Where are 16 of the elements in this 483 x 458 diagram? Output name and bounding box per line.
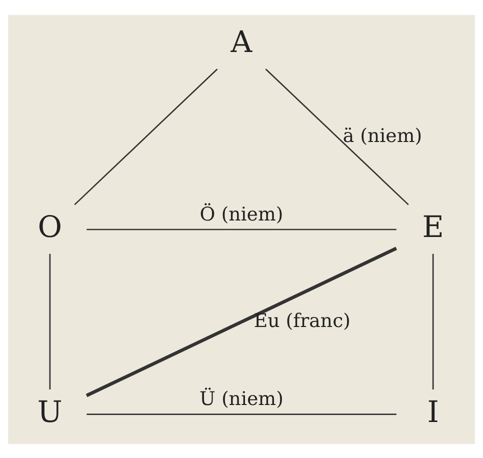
node-text: I — [427, 393, 439, 428]
node-text: O — [38, 208, 62, 244]
connector — [265, 68, 409, 205]
node-text: U — [37, 393, 62, 428]
connector — [86, 413, 396, 414]
node-text: E — [422, 208, 444, 244]
connector — [74, 68, 218, 205]
connector — [432, 253, 434, 389]
edge-label: ä (niem) — [342, 124, 422, 147]
connector — [86, 228, 396, 230]
connector — [86, 246, 398, 397]
edge-label: Ö (niem) — [200, 202, 284, 225]
edge-label: Eu (franc) — [254, 309, 351, 332]
edge-label: Ü (niem) — [200, 388, 284, 410]
connector — [49, 253, 51, 389]
node-text: A — [230, 24, 252, 59]
